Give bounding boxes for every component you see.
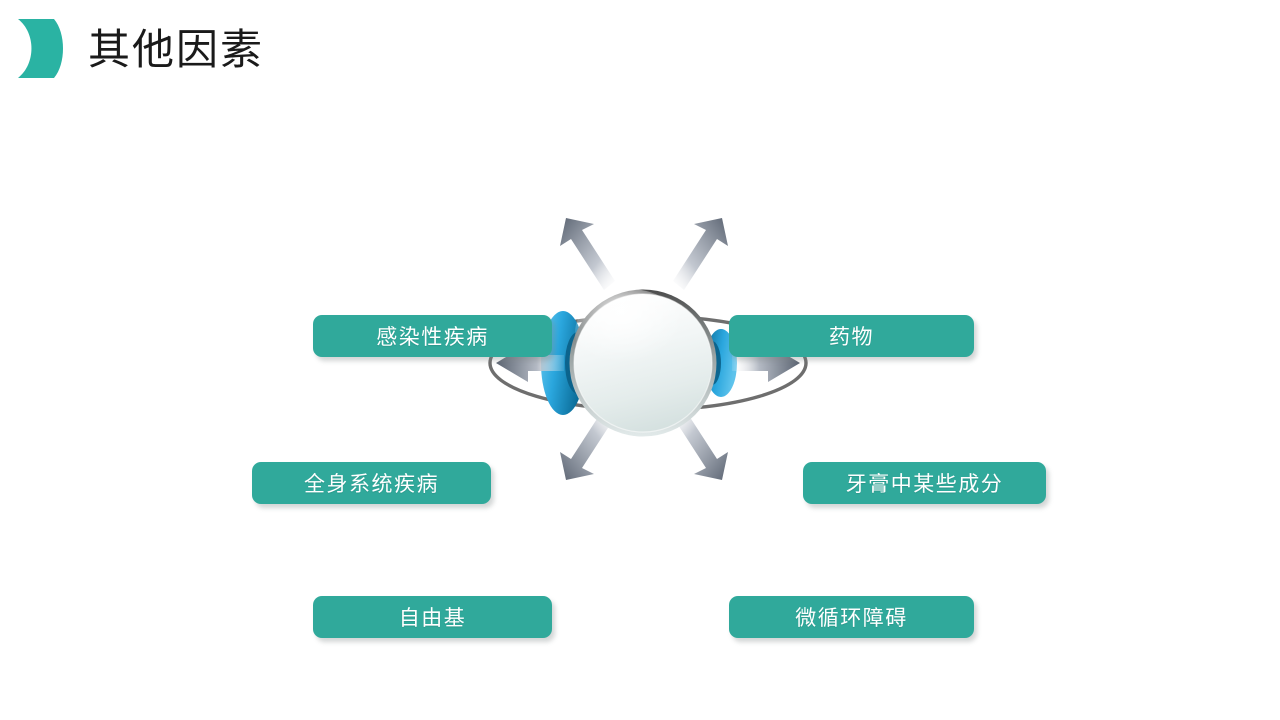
arrow-up-left-icon (560, 218, 615, 290)
arrow-down-right-icon (673, 408, 728, 480)
arrow-up-right-icon (673, 218, 728, 290)
label-text: 自由基 (398, 606, 467, 630)
label-box-toothpaste[interactable]: 牙膏中某些成分 (803, 462, 1046, 504)
diagram-graphics (488, 218, 808, 480)
page-title: 其他因素 (88, 25, 265, 74)
center-sphere-icon (569, 289, 717, 437)
label-box-drugs[interactable]: 药物 (729, 315, 974, 357)
label-box-systemic[interactable]: 全身系统疾病 (252, 462, 491, 504)
arrow-down-left-icon (560, 408, 615, 480)
slide-header: 其他因素 (0, 0, 1280, 120)
label-box-infection[interactable]: 感染性疾病 (313, 315, 552, 357)
label-text: 牙膏中某些成分 (845, 472, 1004, 496)
label-box-microcirculation[interactable]: 微循环障碍 (729, 596, 974, 638)
label-text: 全身系统疾病 (304, 472, 439, 496)
label-text: 微循环障碍 (795, 606, 908, 630)
label-box-free-radicals[interactable]: 自由基 (313, 596, 552, 638)
diagram-canvas: 感染性疾病 药物 全身系统疾病 牙膏中某些成分 自由基 微循环障碍 (0, 120, 1280, 720)
label-text: 感染性疾病 (376, 325, 489, 349)
leaf-accent-shape-icon (14, 17, 68, 80)
label-text: 药物 (829, 325, 874, 349)
